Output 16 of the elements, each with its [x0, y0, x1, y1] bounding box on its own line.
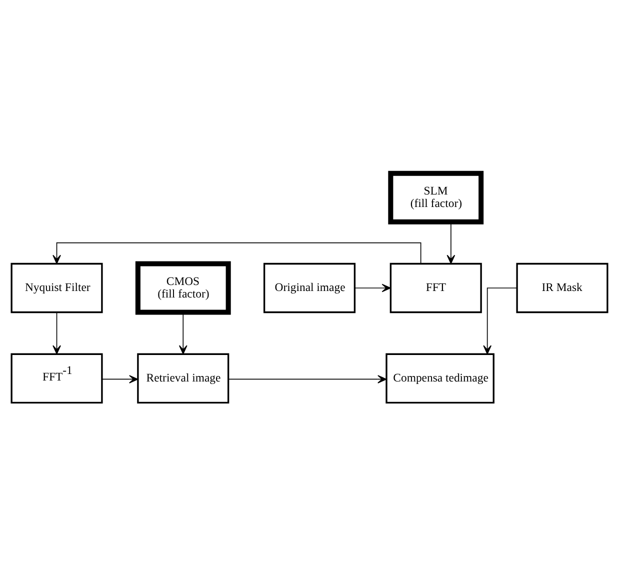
node-box: FFT	[390, 262, 482, 313]
node-box: Nyquist Filter	[10, 262, 103, 313]
arrow	[52, 312, 61, 354]
arrow	[446, 221, 456, 264]
arrow	[102, 374, 138, 383]
node-box: Retrieval image	[137, 352, 230, 403]
node-box: SLM (fill factor)	[388, 170, 484, 224]
arrow	[354, 283, 391, 292]
node-box: Original image	[263, 262, 356, 313]
node-box: IR Mask	[516, 262, 608, 313]
arrow	[483, 287, 518, 354]
node-box: Compensa tedimage	[386, 352, 494, 403]
arrow	[228, 374, 387, 383]
arrow	[52, 242, 422, 264]
node-box: CMOS (fill factor)	[135, 260, 231, 314]
arrow	[178, 312, 188, 354]
